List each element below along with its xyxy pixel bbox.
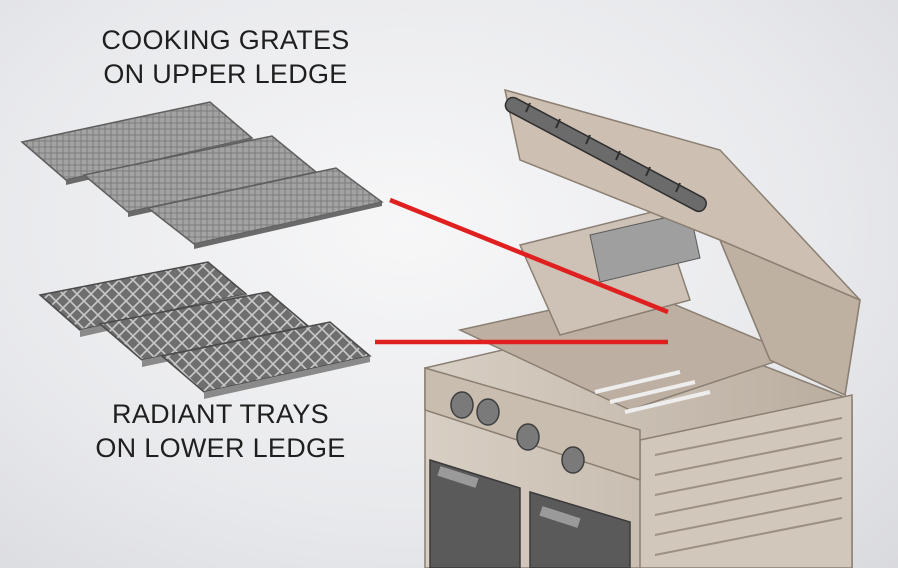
radiant-trays-line2: ON LOWER LEDGE (95, 433, 346, 463)
cooking-grates-label: COOKING GRATES ON UPPER LEDGE (88, 23, 363, 91)
cooking-grate-icon (20, 101, 384, 249)
cooking-grates-line2: ON UPPER LEDGE (103, 59, 348, 89)
radiant-trays-line1: RADIANT TRAYS (112, 399, 329, 429)
radiant-trays-label: RADIANT TRAYS ON LOWER LEDGE (78, 397, 363, 465)
grill-illustration (424, 88, 861, 568)
radiant-tray-icon (38, 261, 372, 399)
upper-ledge-pointer (389, 197, 669, 315)
cooking-grates-line1: COOKING GRATES (101, 25, 350, 55)
